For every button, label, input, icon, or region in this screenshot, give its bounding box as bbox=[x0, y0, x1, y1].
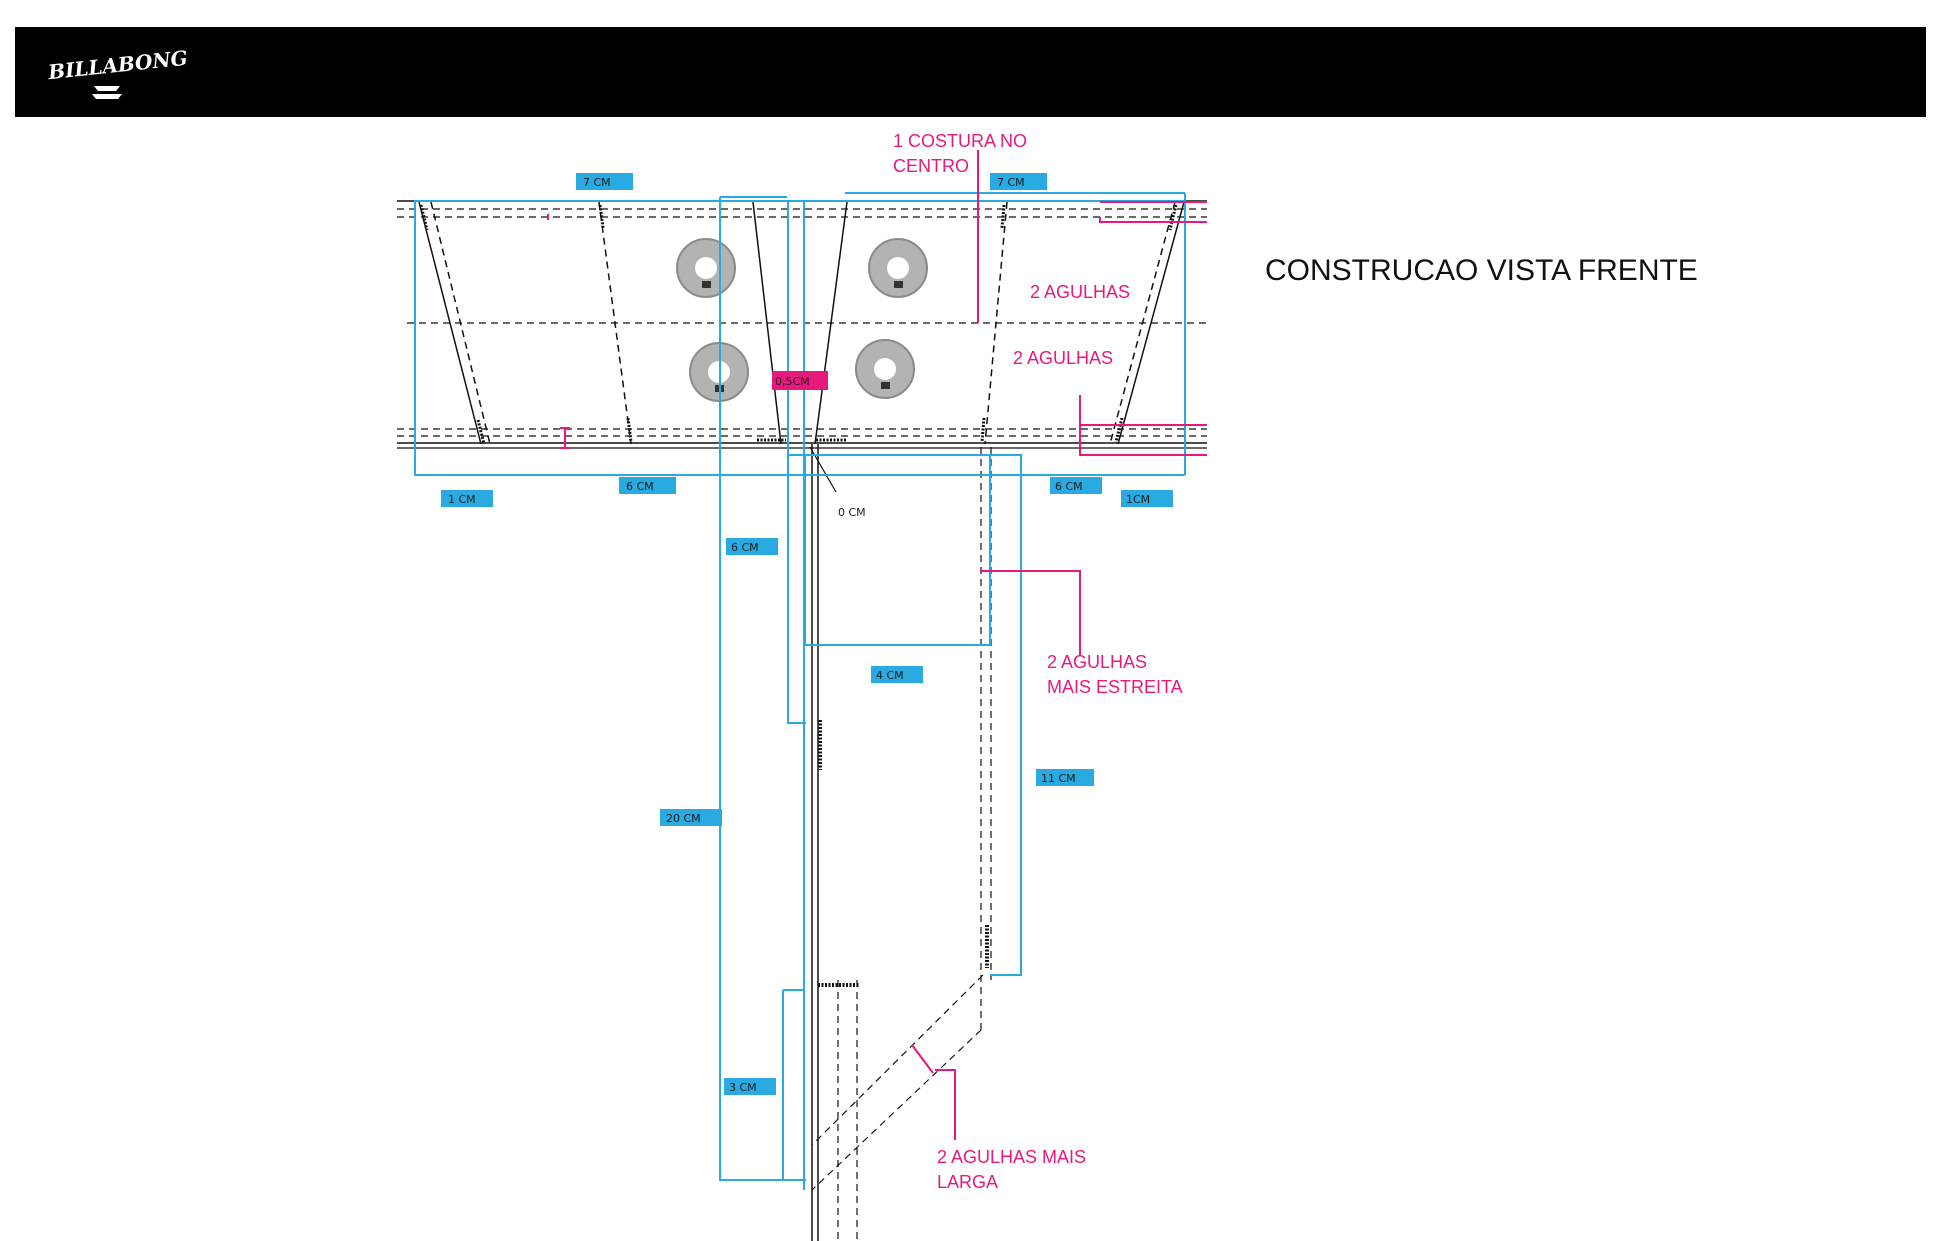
tag-bottom-fly-label: 3 CM bbox=[729, 1081, 757, 1094]
note-wide-line1: 2 AGULHAS MAIS bbox=[937, 1147, 1086, 1167]
note-center-seam-line2: CENTRO bbox=[893, 156, 969, 176]
tag-bottom-left-small-label: 1 CM bbox=[448, 493, 476, 506]
note-center-seam-line1: 1 COSTURA NO bbox=[893, 131, 1027, 151]
button-icon bbox=[855, 339, 915, 399]
tag-bottom-left-big: 6 CM bbox=[619, 477, 676, 494]
tag-top-left: 7 CM bbox=[576, 173, 633, 190]
tag-bottom-left-small: 1 CM bbox=[441, 490, 493, 507]
belt-loops bbox=[418, 201, 1185, 445]
tag-fly-total: 20 CM bbox=[660, 809, 722, 826]
belt-loop-left-outer bbox=[418, 201, 482, 445]
note-narrow-line2: MAIS ESTREITA bbox=[1047, 677, 1183, 697]
tag-center-zero: 0 CM bbox=[838, 506, 866, 519]
bar-tacks bbox=[419, 204, 1178, 445]
tag-center-zero-label: 0 CM bbox=[838, 506, 866, 519]
button-icon bbox=[676, 238, 736, 298]
tag-bottom-right-big-label: 6 CM bbox=[1055, 480, 1083, 493]
tag-fly-top-label: 6 CM bbox=[731, 541, 759, 554]
tag-right-length-label: 11 CM bbox=[1041, 772, 1076, 785]
tag-bottom-left-big-label: 6 CM bbox=[626, 480, 654, 493]
dimension-tags: 7 CM 7 CM 1 CM 6 CM 6 CM 1CM 0,5CM 0 CM bbox=[441, 173, 1173, 1095]
header-bar bbox=[15, 27, 1926, 117]
front-seams bbox=[809, 444, 992, 1241]
tag-center-gap: 0,5CM bbox=[772, 371, 828, 390]
tag-top-right: 7 CM bbox=[990, 173, 1047, 190]
tag-bottom-fly: 3 CM bbox=[724, 1078, 776, 1095]
tag-top-right-label: 7 CM bbox=[997, 176, 1025, 189]
tag-bottom-right-small: 1CM bbox=[1121, 490, 1173, 507]
button-icon bbox=[868, 238, 928, 298]
tag-right-length: 11 CM bbox=[1036, 769, 1094, 786]
tag-fly-width: 4 CM bbox=[871, 666, 923, 683]
note-two-needles-b: 2 AGULHAS bbox=[1013, 348, 1113, 368]
belt-loop-left-2 bbox=[598, 201, 632, 445]
belt-loop-center-left bbox=[752, 201, 782, 445]
dimension-lines bbox=[414, 192, 1186, 1190]
belt-loop-left-inner bbox=[430, 201, 491, 445]
page-title: CONSTRUCAO VISTA FRENTE bbox=[1265, 254, 1698, 287]
tag-center-gap-label: 0,5CM bbox=[775, 375, 810, 388]
tag-top-left-label: 7 CM bbox=[583, 176, 611, 189]
annotations: 1 COSTURA NO CENTRO 2 AGULHAS 2 AGULHAS … bbox=[893, 131, 1183, 1192]
tag-fly-top: 6 CM bbox=[726, 538, 778, 555]
tag-fly-width-label: 4 CM bbox=[876, 669, 904, 682]
belt-loop-right-outer bbox=[1117, 201, 1185, 445]
belt-loop-right-2 bbox=[984, 201, 1008, 445]
belt-loop-right-inner bbox=[1109, 201, 1176, 445]
note-wide-line2: LARGA bbox=[937, 1172, 998, 1192]
tag-fly-total-label: 20 CM bbox=[666, 812, 701, 825]
brand-mark-icon bbox=[92, 86, 122, 99]
tag-bottom-right-big: 6 CM bbox=[1050, 477, 1102, 494]
belt-loop-center-right bbox=[814, 201, 848, 445]
note-narrow-line1: 2 AGULHAS bbox=[1047, 652, 1147, 672]
note-two-needles-a: 2 AGULHAS bbox=[1030, 282, 1130, 302]
waistband bbox=[397, 200, 1207, 449]
brand-logo: BILLABONG bbox=[47, 46, 189, 106]
annotation-lines bbox=[547, 150, 1207, 1140]
tag-bottom-right-small-label: 1CM bbox=[1126, 493, 1150, 506]
